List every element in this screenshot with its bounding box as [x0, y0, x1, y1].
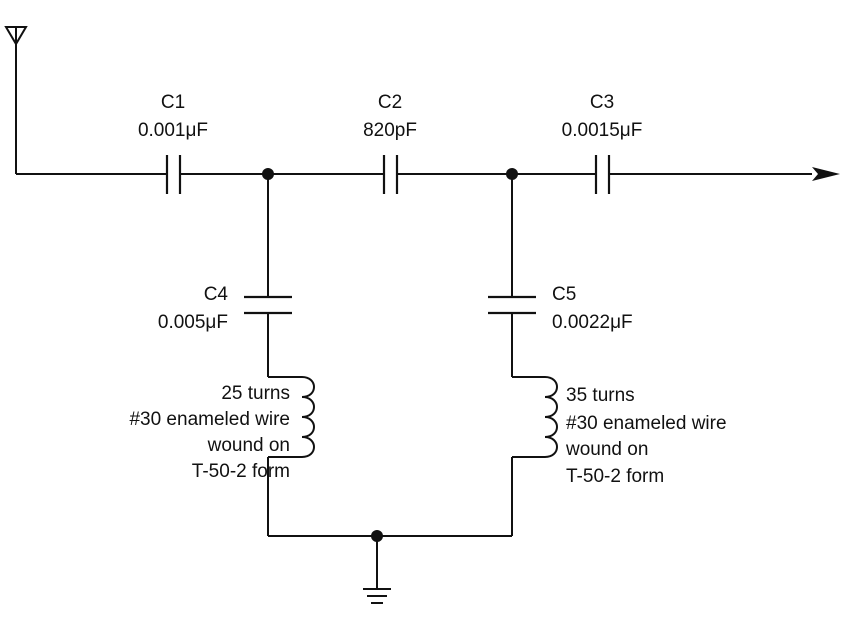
left-shunt-branch: C4 0.005μF 25 turns #30 enameled wire wo… [129, 174, 315, 536]
ground-icon [363, 588, 391, 604]
c2-value: 820pF [363, 120, 417, 141]
right-inductor-line-4: T-50-2 form [566, 466, 664, 487]
right-shunt-branch: C5 0.0022μF 35 turns #30 enameled wire w… [488, 174, 727, 536]
left-inductor-line-2: #30 enameled wire [129, 409, 290, 430]
c5-label: C5 [552, 284, 576, 305]
right-inductor-line-1: 35 turns [566, 385, 635, 406]
c3-value: 0.0015μF [562, 120, 643, 141]
c3-label: C3 [590, 92, 614, 113]
arrow-right-icon [812, 167, 840, 181]
capacitor-c1: C1 0.001μF [138, 92, 208, 194]
c1-label: C1 [161, 92, 185, 113]
antenna-icon [4, 26, 28, 174]
left-inductor-line-4: T-50-2 form [192, 461, 290, 482]
capacitor-c2: C2 820pF [363, 92, 417, 194]
capacitor-c3: C3 0.0015μF [562, 92, 643, 194]
left-inductor-line-3: wound on [207, 435, 290, 456]
ground-bus [268, 530, 512, 589]
c4-value: 0.005μF [158, 312, 228, 333]
c1-value: 0.001μF [138, 120, 208, 141]
right-inductor-line-2: #30 enameled wire [566, 413, 727, 434]
c5-value: 0.0022μF [552, 312, 633, 333]
c4-label: C4 [204, 284, 229, 305]
right-inductor-line-3: wound on [565, 439, 648, 460]
inductor-right [544, 376, 558, 458]
c2-label: C2 [378, 92, 402, 113]
inductor-left [301, 376, 315, 458]
left-inductor-line-1: 25 turns [221, 383, 290, 404]
